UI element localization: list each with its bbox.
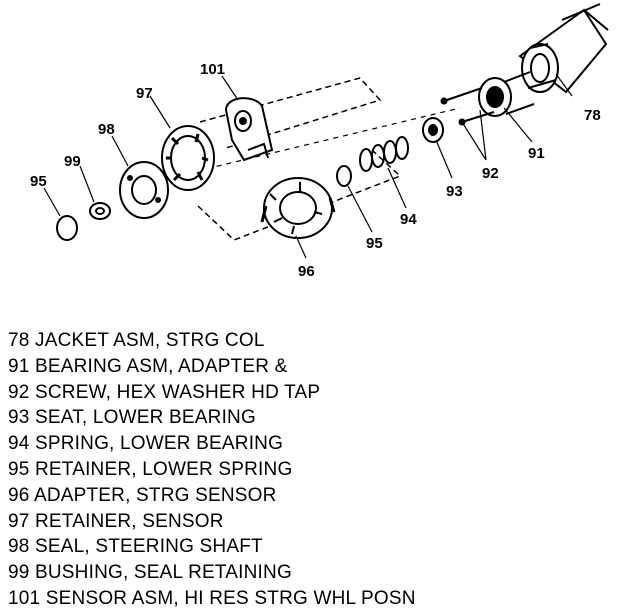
callout-91: 91 [528,145,545,162]
upper-dashed-guide [199,77,382,149]
part-93-seat [422,117,444,143]
part-91-bearing [478,71,535,117]
lower-dashed-guide [197,149,402,241]
callout-95-right: 95 [366,235,383,252]
part-95-retainer-left [56,215,78,241]
part-92-screws [440,87,495,126]
part-95-retainer-right [336,165,352,187]
exploded-parts-diagram: 78 91 92 93 94 95 96 97 98 99 95 101 [30,3,609,280]
callout-78: 78 [584,107,601,124]
callout-92: 92 [482,165,499,182]
legend-item: 96 ADAPTER, STRG SENSOR [8,484,277,506]
callout-94: 94 [400,211,417,228]
legend-item: 95 RETAINER, LOWER SPRING [8,458,293,480]
legend-item: 97 RETAINER, SENSOR [8,510,224,532]
part-98-seal [119,161,169,219]
legend-item: 101 SENSOR ASM, HI RES STRG WHL POSN [8,587,416,609]
legend-item: 93 SEAT, LOWER BEARING [8,407,256,429]
part-78-jacket [518,3,609,94]
callout-101: 101 [200,61,225,78]
legend-item: 91 BEARING ASM, ADAPTER & [8,355,288,377]
part-94-spring [359,136,409,172]
callout-98: 98 [98,121,115,138]
callout-97: 97 [136,85,153,102]
legend-item: 99 BUSHING, SEAL RETAINING [8,562,292,584]
legend-item: 92 SCREW, HEX WASHER HD TAP [8,381,321,403]
leader-lines [43,73,573,259]
legend-item: 78 JACKET ASM, STRG COL [8,330,265,351]
callout-99: 99 [64,153,81,170]
part-96-adapter [260,177,336,239]
part-101-sensor [224,97,274,162]
callout-96: 96 [298,263,315,280]
center-axis-line [167,107,461,179]
parts-legend: 78 JACKET ASM, STRG COL 91 BEARING ASM, … [8,328,416,612]
part-99-bushing [89,202,111,220]
legend-item: 94 SPRING, LOWER BEARING [8,433,284,455]
part-97-retainer [161,125,215,191]
legend-item: 98 SEAL, STEERING SHAFT [8,536,263,558]
callout-95-left: 95 [30,173,47,190]
callout-93: 93 [446,183,463,200]
